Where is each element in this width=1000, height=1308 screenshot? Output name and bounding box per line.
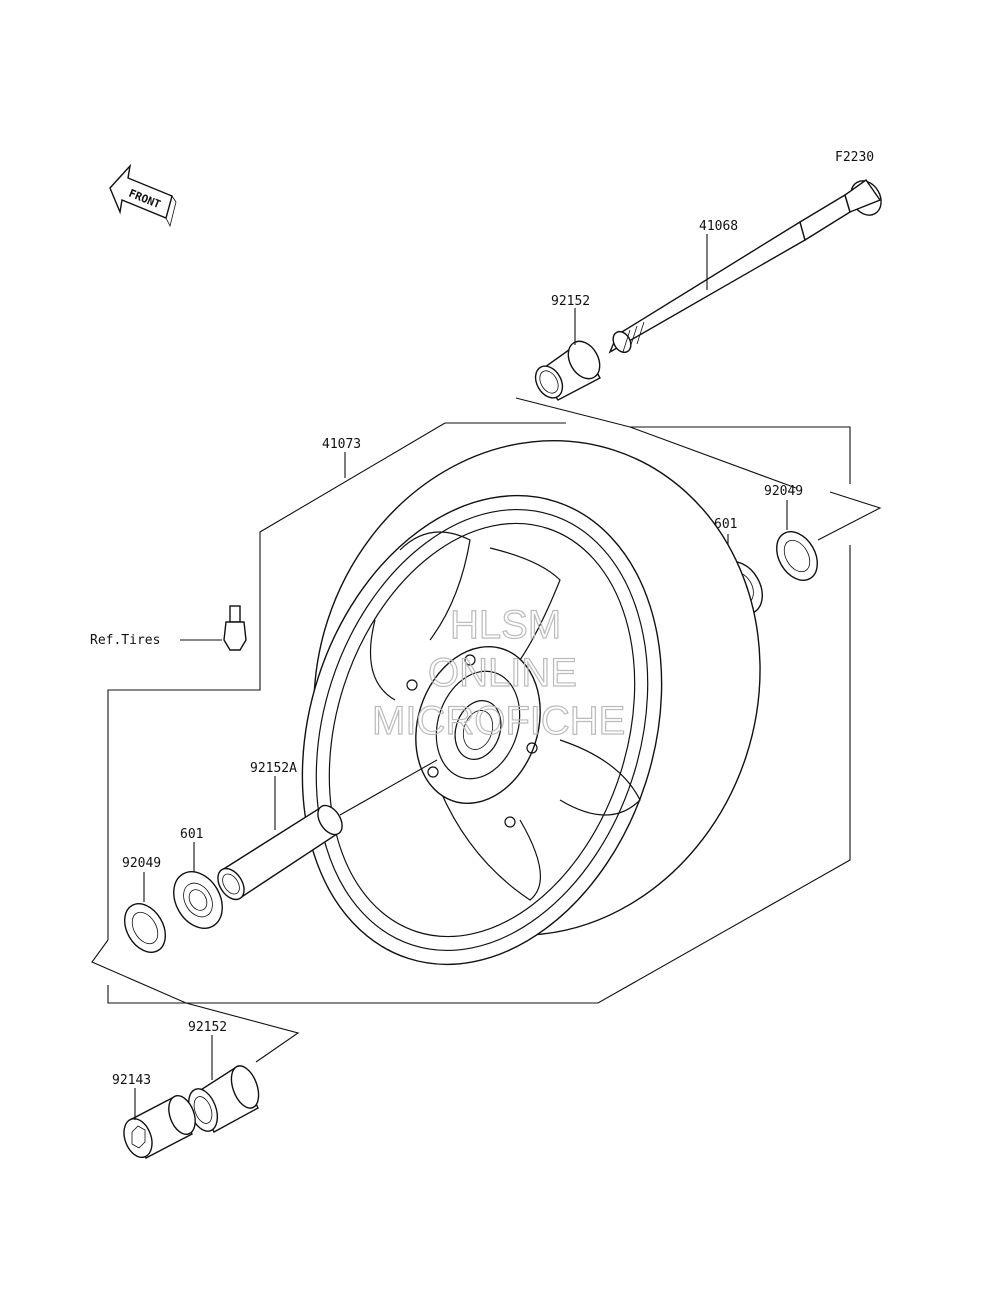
valve-stem-part [223, 605, 247, 651]
front-arrow-icon: FRONT [109, 163, 177, 228]
axle-part-number: 41068 [699, 219, 738, 234]
lower-bracket [91, 939, 300, 1063]
wheel-part-number: 41073 [322, 437, 361, 452]
bolt-part [123, 1095, 196, 1159]
collar-center-part-number: 92152A [250, 761, 297, 776]
bearing-left-part [173, 871, 223, 929]
bearing-left-part-number: 601 [180, 827, 203, 842]
watermark: HLSM ONLINE MICROFICHE [371, 602, 626, 743]
collar-top-part [534, 340, 601, 401]
ref-tires-label: Ref.Tires [90, 633, 160, 648]
seal-left-part [124, 903, 166, 953]
right-bracket [515, 397, 851, 484]
collar-bottom-part-number: 92152 [188, 1020, 227, 1035]
diagram-code: F2230 [835, 150, 874, 165]
wheel-bracket [107, 422, 446, 940]
bearing-right-part-number: 601 [714, 517, 737, 532]
wheel-part [301, 440, 761, 966]
watermark-line-1: HLSM [450, 603, 561, 647]
watermark-line-2: ONLINE [428, 651, 577, 695]
watermark-line-3: MICROFICHE [372, 699, 625, 743]
seal-left-part-number: 92049 [122, 856, 161, 871]
collar-top-part-number: 92152 [551, 294, 590, 309]
seal-right-part [776, 531, 818, 581]
collar-center-part [217, 804, 343, 901]
bolt-part-number: 92143 [112, 1073, 151, 1088]
seal-right-part-number: 92049 [764, 484, 803, 499]
axle-part [608, 179, 882, 354]
